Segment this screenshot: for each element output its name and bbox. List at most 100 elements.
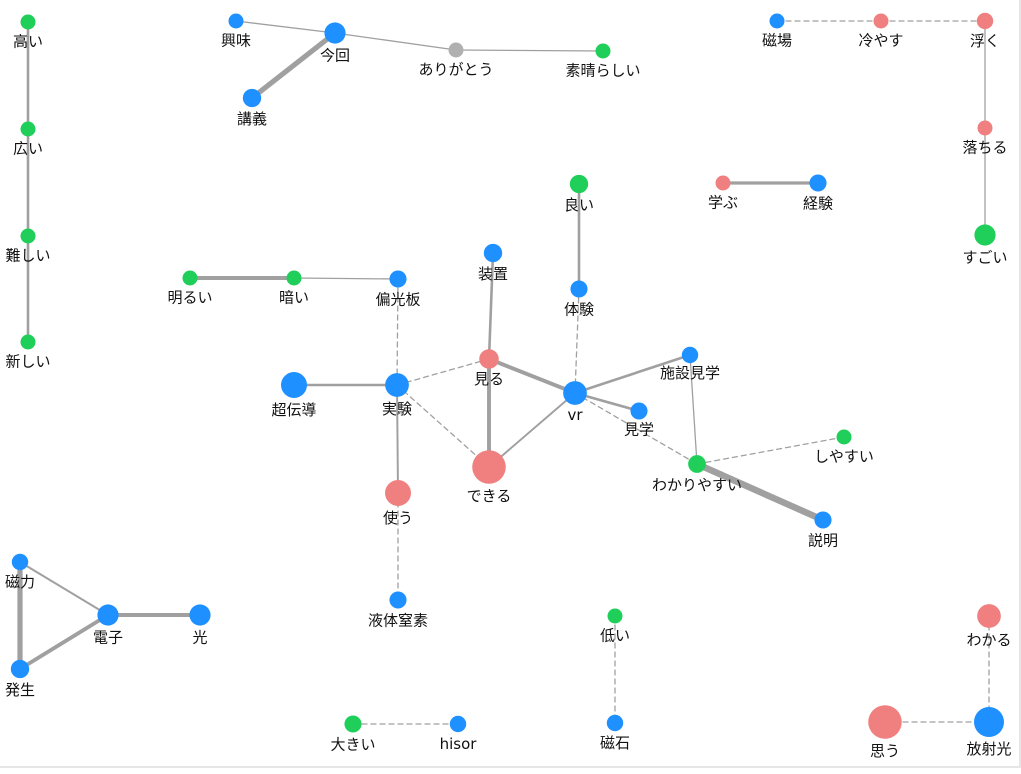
node-taiken[interactable]: 体験: [564, 280, 594, 319]
node-circle-subarashii[interactable]: [595, 43, 611, 59]
node-setsumei[interactable]: 説明: [808, 511, 838, 550]
node-circle-keiken[interactable]: [809, 174, 827, 192]
node-circle-houshasen[interactable]: [974, 707, 1004, 737]
node-circle-jiba[interactable]: [769, 13, 785, 29]
node-circle-shiyasui[interactable]: [836, 429, 852, 445]
node-circle-setsumei[interactable]: [814, 511, 832, 529]
node-circle-sugoi[interactable]: [974, 224, 996, 246]
node-choudendou[interactable]: 超伝導: [271, 372, 317, 419]
node-souchi[interactable]: 装置: [478, 243, 508, 283]
node-circle-jishaku[interactable]: [606, 714, 624, 732]
node-circle-omou[interactable]: [868, 705, 902, 739]
node-circle-yoi[interactable]: [569, 174, 589, 194]
node-houshasen[interactable]: 放射光: [966, 707, 1012, 758]
node-hisor[interactable]: hisor: [440, 715, 478, 753]
node-circle-ochiru[interactable]: [977, 120, 993, 136]
node-label-miru: 見る: [474, 370, 504, 388]
node-circle-uku[interactable]: [976, 12, 994, 30]
node-miru[interactable]: 見る: [474, 349, 504, 388]
node-kyoumi[interactable]: 興味: [221, 13, 251, 50]
node-circle-jikken[interactable]: [385, 373, 409, 397]
node-circle-arigatou[interactable]: [448, 42, 464, 58]
node-circle-hisor[interactable]: [449, 715, 467, 733]
node-kengaku[interactable]: 見学: [624, 402, 654, 439]
node-circle-tsukau[interactable]: [385, 480, 411, 506]
node-circle-shisetsukengaku[interactable]: [681, 346, 699, 364]
node-kougi[interactable]: 講義: [237, 88, 267, 128]
node-henkouban[interactable]: 偏光板: [375, 270, 421, 309]
node-circle-muzukashii[interactable]: [20, 228, 36, 244]
node-circle-akarui[interactable]: [182, 270, 198, 286]
node-label-kengaku: 見学: [624, 421, 654, 439]
node-vr[interactable]: vr: [563, 381, 587, 424]
node-circle-jiryoku[interactable]: [11, 553, 29, 571]
node-hiyasu[interactable]: 冷やす: [858, 13, 904, 50]
node-keiken[interactable]: 経験: [803, 174, 833, 213]
node-akarui[interactable]: 明るい: [167, 270, 213, 307]
node-circle-hikari[interactable]: [189, 604, 211, 626]
node-circle-takai[interactable]: [20, 14, 36, 30]
node-jiryoku[interactable]: 磁力: [5, 553, 35, 591]
node-jishaku[interactable]: 磁石: [600, 714, 630, 752]
node-circle-hiyasu[interactable]: [873, 13, 889, 29]
node-omou[interactable]: 思う: [868, 705, 902, 760]
edge-jiryoku-denshi: [19, 561, 109, 616]
node-circle-kougi[interactable]: [242, 88, 262, 108]
edge-konkai-arigatou: [334, 32, 457, 51]
node-circle-wakariyasui[interactable]: [688, 455, 706, 473]
edge-layer: [17, 20, 990, 725]
node-circle-hikui[interactable]: [607, 608, 623, 624]
node-circle-vr[interactable]: [563, 381, 587, 405]
node-label-vr: vr: [567, 406, 583, 424]
node-label-hikui: 低い: [600, 627, 630, 645]
node-muzukashii[interactable]: 難しい: [5, 228, 51, 265]
node-circle-atarashii[interactable]: [20, 334, 36, 350]
node-circle-hiroi[interactable]: [20, 121, 36, 137]
node-konkai[interactable]: 今回: [320, 22, 350, 65]
node-circle-kyoumi[interactable]: [228, 13, 244, 29]
node-uku[interactable]: 浮く: [970, 12, 1000, 50]
node-circle-miru[interactable]: [479, 349, 499, 369]
node-kurai[interactable]: 暗い: [279, 270, 309, 307]
node-shisetsukengaku[interactable]: 施設見学: [660, 346, 720, 382]
node-takai[interactable]: 高い: [13, 14, 43, 51]
node-ookii[interactable]: 大きい: [330, 715, 376, 754]
node-wakaru[interactable]: わかる: [966, 604, 1012, 649]
node-dekiru[interactable]: できる: [467, 450, 512, 505]
node-label-hassei: 発生: [5, 681, 35, 699]
node-circle-kengaku[interactable]: [630, 402, 648, 420]
node-hiroi[interactable]: 広い: [13, 121, 43, 158]
node-circle-taiken[interactable]: [570, 280, 588, 298]
node-jikken[interactable]: 実験: [382, 373, 412, 418]
node-circle-ekitaichisso[interactable]: [389, 591, 407, 609]
node-circle-kurai[interactable]: [286, 270, 302, 286]
node-wakariyasui[interactable]: わかりやすい: [652, 455, 742, 494]
node-circle-henkouban[interactable]: [389, 270, 407, 288]
node-manabu[interactable]: 学ぶ: [708, 175, 738, 212]
node-circle-choudendou[interactable]: [281, 372, 307, 398]
node-circle-hassei[interactable]: [10, 659, 30, 679]
node-denshi[interactable]: 電子: [93, 604, 123, 647]
node-circle-dekiru[interactable]: [472, 450, 506, 484]
node-ochiru[interactable]: 落ちる: [962, 120, 1008, 157]
node-circle-denshi[interactable]: [97, 604, 119, 626]
node-sugoi[interactable]: すごい: [962, 224, 1008, 267]
node-circle-ookii[interactable]: [344, 715, 362, 733]
node-circle-konkai[interactable]: [324, 22, 346, 44]
node-arigatou[interactable]: ありがとう: [418, 42, 494, 79]
node-circle-manabu[interactable]: [715, 175, 731, 191]
node-circle-wakaru[interactable]: [977, 604, 1001, 628]
node-jiba[interactable]: 磁場: [762, 13, 792, 50]
node-hassei[interactable]: 発生: [5, 659, 35, 699]
node-tsukau[interactable]: 使う: [383, 480, 413, 527]
node-atarashii[interactable]: 新しい: [5, 334, 51, 371]
node-shiyasui[interactable]: しやすい: [814, 429, 874, 466]
node-hikari[interactable]: 光: [189, 604, 211, 647]
node-circle-souchi[interactable]: [483, 243, 503, 263]
node-yoi[interactable]: 良い: [564, 174, 594, 214]
node-hikui[interactable]: 低い: [600, 608, 630, 645]
node-subarashii[interactable]: 素晴らしい: [565, 43, 641, 80]
node-ekitaichisso[interactable]: 液体窒素: [368, 591, 428, 630]
